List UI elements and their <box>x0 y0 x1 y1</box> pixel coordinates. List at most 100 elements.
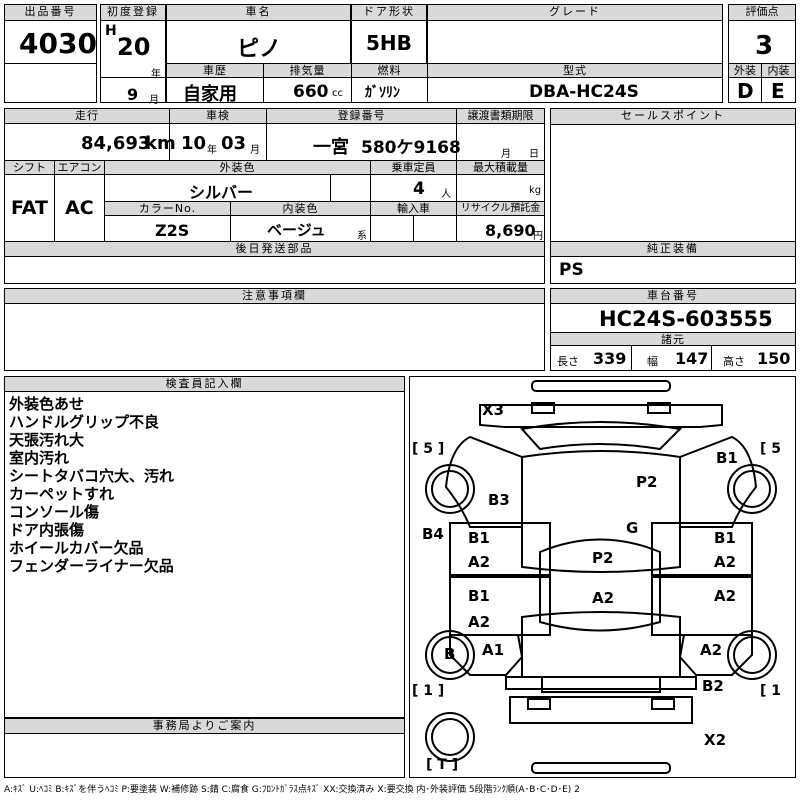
inspector-note: ホイールカバー欠品 <box>9 539 144 557</box>
car-diagram-svg <box>425 380 777 774</box>
width: 147 <box>675 349 709 368</box>
mileage-label: 走行 <box>5 109 170 124</box>
reg-no-label: 登録番号 <box>267 109 457 124</box>
reg-area: 一宮 <box>313 137 349 158</box>
score: 3 <box>755 31 774 61</box>
office-box: 事務局よりご案内 <box>4 718 405 778</box>
damage-b1-right-front: B1 <box>714 529 736 547</box>
damage-x2: X2 <box>704 731 727 749</box>
damage-a2-left-front: A2 <box>468 553 491 571</box>
int-color-unit: 系 <box>357 231 367 242</box>
genuine-label: 純正装備 <box>551 242 795 257</box>
first-reg-year: 20 <box>117 33 151 61</box>
history-label: 車歴 <box>167 64 264 78</box>
chassis-number: HC24S-603555 <box>599 307 773 331</box>
interior-label: 内装 <box>762 64 795 78</box>
width-label: 幅 <box>647 355 658 368</box>
damage-b2: B2 <box>702 677 724 695</box>
insp-month-unit: 月 <box>250 145 260 156</box>
inspector-note: 室内汚れ <box>9 449 70 467</box>
height-label: 高さ <box>723 355 745 368</box>
door-box: ドア形状 5HB <box>351 4 427 64</box>
inspector-note: ハンドルグリップ不良 <box>9 413 160 431</box>
import-label: 輸入車 <box>371 202 457 216</box>
mileage: 84,693 <box>81 133 151 154</box>
chassis-label: 車台番号 <box>551 289 795 304</box>
later-parts-box: 後日発送部品 <box>4 241 545 284</box>
capacity-label: 乗車定員 <box>371 161 457 175</box>
damage-a2-left-rear: A2 <box>468 613 491 631</box>
bracket-1-right: [ 1 <box>760 683 782 699</box>
inspector-label: 検査員記入欄 <box>5 377 404 392</box>
spec-row-box: 車歴 排気量 燃料 型式 自家用 660 cc ｶﾞｿﾘﾝ DBA-HC24S <box>166 63 723 105</box>
damage-g: G <box>626 519 639 537</box>
displacement: 660 <box>293 82 329 102</box>
month-unit: 月 <box>149 95 159 106</box>
bracket-5-right: [ 5 <box>760 441 782 457</box>
car-name: ピノ <box>237 37 282 62</box>
later-parts-label: 後日発送部品 <box>5 242 544 257</box>
score-box: 評価点 3 外装 内装 D E <box>728 4 796 103</box>
ac-label: エアコン <box>55 161 105 175</box>
displacement-unit: cc <box>332 88 343 99</box>
inspector-note: シートタバコ穴大、汚れ <box>9 467 175 485</box>
genuine-equipment: PS <box>559 260 584 280</box>
color-no-label: カラーNo. <box>105 202 231 216</box>
damage-b-wheel: B <box>444 645 456 663</box>
damage-a1: A1 <box>482 641 505 659</box>
shift: FAT <box>11 197 48 219</box>
int-color-label: 内装色 <box>231 202 371 216</box>
lot-box: 出品番号 4030 <box>4 4 97 103</box>
transfer-month: 月 <box>501 149 511 160</box>
displacement-label: 排気量 <box>264 64 352 78</box>
year-unit: 年 <box>151 69 161 80</box>
color-label: 外装色 <box>105 161 371 175</box>
load-unit: kg <box>529 185 542 196</box>
exterior-grade: D <box>737 79 754 103</box>
inspector-note: カーペットすれ <box>9 485 115 503</box>
damage-a2-center: A2 <box>592 589 615 607</box>
damage-x3: X3 <box>482 401 505 419</box>
genuine-box: 純正装備 PS <box>550 241 796 284</box>
exterior-label: 外装 <box>729 64 762 78</box>
chassis-box: 車台番号 HC24S-603555 諸元 長さ 339 幅 147 高さ 150 <box>550 288 796 371</box>
first-reg-month: 9 <box>127 85 139 104</box>
notes-box: 注意事項欄 <box>4 288 545 371</box>
lot-value: 4030 <box>19 27 97 60</box>
damage-b4: B4 <box>422 525 444 543</box>
info-box: 走行 車検 登録番号 譲渡書類期限 84,693 km 10 年 03 月 一宮… <box>4 108 545 242</box>
door-type: 5HB <box>366 31 412 55</box>
first-reg-box: 初度登録 H 20 年 9 月 <box>100 4 166 106</box>
office-label: 事務局よりご案内 <box>5 719 404 734</box>
length: 339 <box>593 349 627 368</box>
era: H <box>105 23 117 39</box>
model: DBA-HC24S <box>529 82 639 102</box>
damage-diagram: X3 [ 5 ] [ 5 B1 P2 B3 G B4 B1 A2 B1 A2 P… <box>409 376 796 778</box>
first-reg-label: 初度登録 <box>101 5 165 21</box>
inspector-note: フェンダーライナー欠品 <box>9 557 174 575</box>
grade-label: グレード <box>428 5 722 21</box>
int-color: ベージュ <box>267 221 326 239</box>
insp-year: 10 <box>181 133 207 154</box>
history: 自家用 <box>183 84 237 105</box>
damage-b3: B3 <box>488 491 510 509</box>
bracket-1-left: [ 1 ] <box>412 683 445 699</box>
capacity-unit: 人 <box>441 189 451 200</box>
inspector-box: 検査員記入欄 外装色あせハンドルグリップ不良天張汚れ大室内汚れシートタバコ穴大、… <box>4 376 405 718</box>
damage-p2-top: P2 <box>636 473 658 491</box>
model-label: 型式 <box>428 64 722 78</box>
notes-label: 注意事項欄 <box>5 289 544 304</box>
load-label: 最大積載量 <box>457 161 544 175</box>
transfer-day: 日 <box>529 149 539 160</box>
length-label: 長さ <box>557 355 579 368</box>
insp-month: 03 <box>221 133 247 154</box>
damage-a2-rear-right: A2 <box>700 641 723 659</box>
color: シルバー <box>189 183 254 202</box>
inspector-note: 外装色あせ <box>9 395 85 413</box>
inspector-note: 天張汚れ大 <box>9 431 85 449</box>
grade-box: グレード <box>427 4 723 64</box>
damage-a2-right-front: A2 <box>714 553 737 571</box>
recycle-unit: 円 <box>533 231 543 242</box>
car-name-box: 車名 ピノ <box>166 4 351 64</box>
legend: A:ｷｽﾞ U:ﾍｺﾐ B:ｷｽﾞを伴うﾍｺﾐ P:要塗装 W:補修跡 S:錆 … <box>4 785 580 795</box>
